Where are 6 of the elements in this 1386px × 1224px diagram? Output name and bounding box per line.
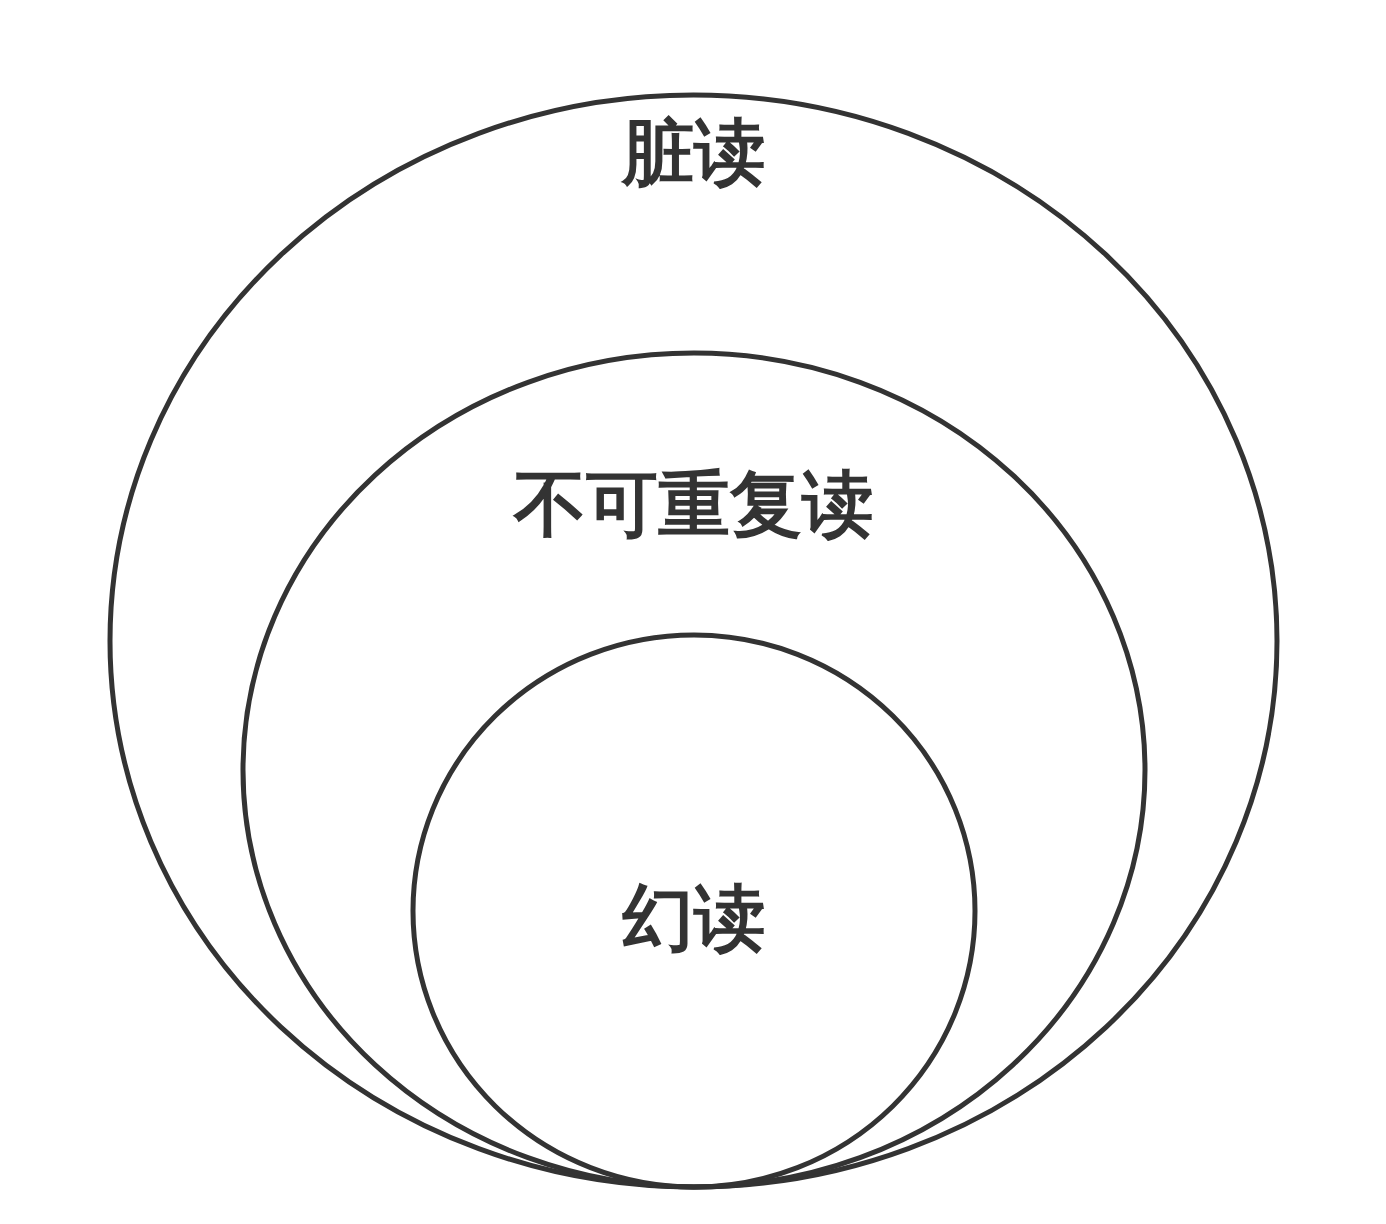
set-label: 幻读 (621, 882, 767, 954)
set-label: 不可重复读 (512, 468, 875, 540)
set-ellipse (107, 92, 1280, 1190)
set-ellipse (410, 632, 978, 1190)
set-ellipse (240, 350, 1148, 1190)
set-label: 脏读 (620, 116, 767, 188)
